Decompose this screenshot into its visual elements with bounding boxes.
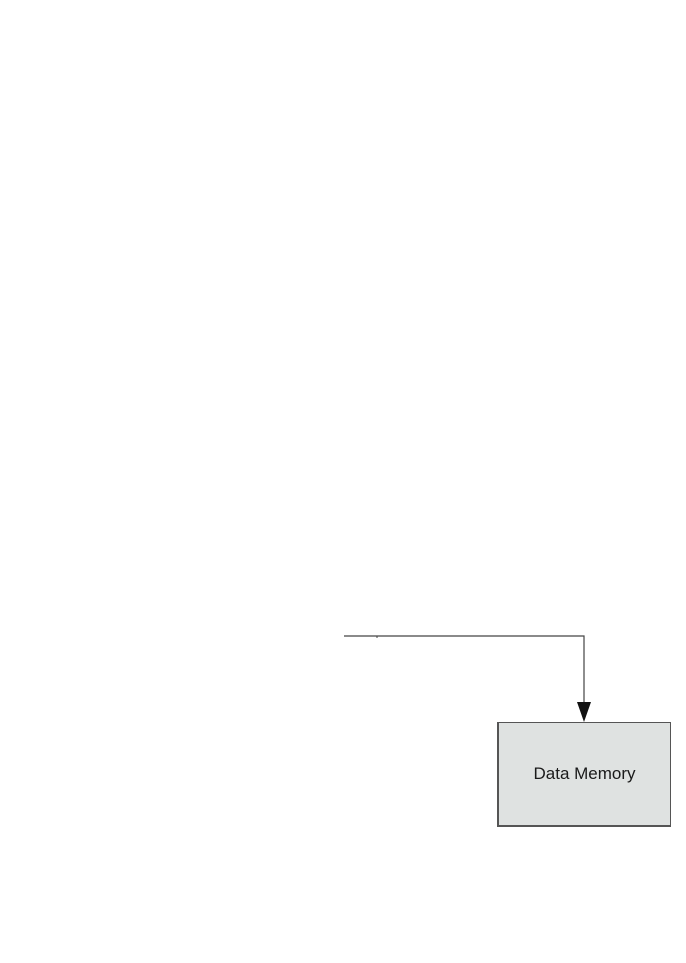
data-memory-block[interactable]: Data Memory [497,722,671,827]
arrowhead-icon [577,702,591,722]
connector-line [344,635,585,702]
data-memory-label: Data Memory [533,764,636,783]
